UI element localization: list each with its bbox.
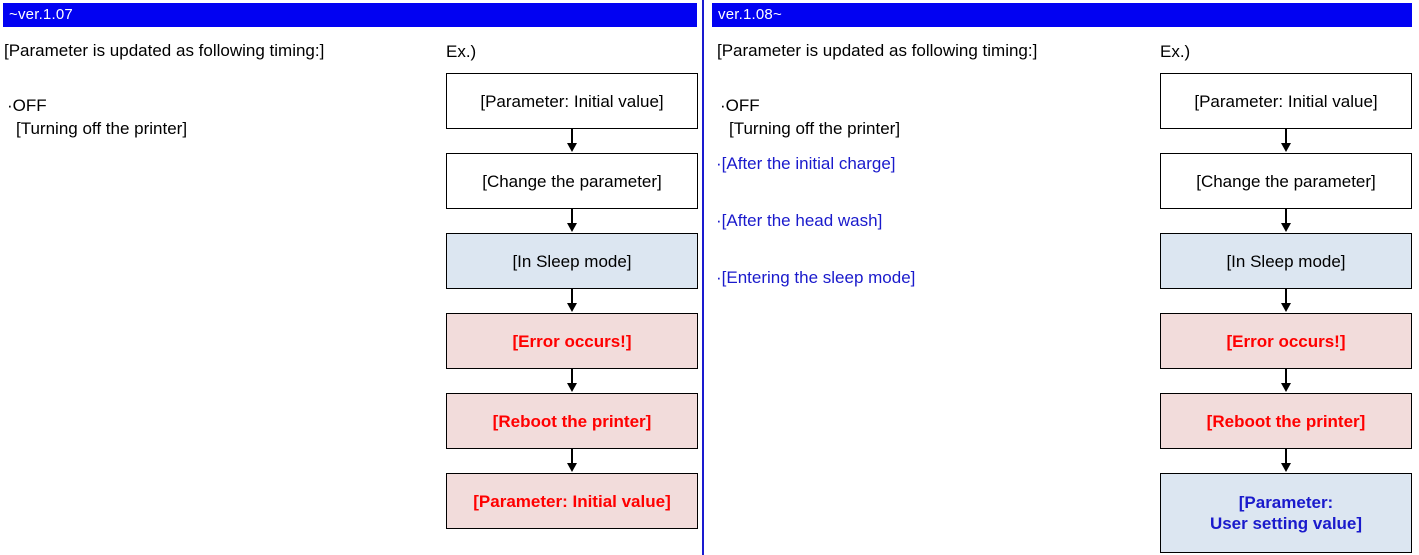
bullet-off-sub-left: [Turning off the printer] — [16, 119, 188, 138]
version-header-108: ver.1.08~ — [712, 3, 1412, 27]
flow-node-error-occurs: [Error occurs!] — [446, 313, 698, 369]
flowchart-ver108: [Parameter: Initial value] [Change the p… — [1160, 73, 1412, 553]
flow-node-initial-value: [Parameter: Initial value] — [446, 73, 698, 129]
example-label-right: Ex.) — [1160, 42, 1191, 61]
example-label-left: Ex.) — [446, 42, 477, 61]
intro-text-right: [Parameter is updated as following timin… — [717, 41, 1038, 60]
bullet-after-initial-charge: ·[After the initial charge] — [716, 154, 896, 173]
flow-node-sleep-mode: [In Sleep mode] — [1160, 233, 1412, 289]
bullet-entering-sleep-mode: ·[Entering the sleep mode] — [716, 268, 916, 287]
flow-node-reboot-printer: [Reboot the printer] — [446, 393, 698, 449]
arrow-down-icon — [446, 209, 698, 233]
flow-node-initial-value: [Parameter: Initial value] — [1160, 73, 1412, 129]
arrow-down-icon — [1160, 209, 1412, 233]
arrow-down-icon — [446, 449, 698, 473]
bullet-off-right: ·OFF — [720, 96, 760, 115]
flow-node-result-user-setting-value: [Parameter: User setting value] — [1160, 473, 1412, 553]
flow-node-result-initial-value: [Parameter: Initial value] — [446, 473, 698, 529]
arrow-down-icon — [446, 129, 698, 153]
intro-text-left: [Parameter is updated as following timin… — [4, 41, 325, 60]
bullet-after-head-wash: ·[After the head wash] — [716, 211, 883, 230]
arrow-down-icon — [446, 369, 698, 393]
flow-node-change-parameter: [Change the parameter] — [1160, 153, 1412, 209]
bullet-off-left: ·OFF — [7, 96, 47, 115]
arrow-down-icon — [1160, 129, 1412, 153]
flow-node-change-parameter: [Change the parameter] — [446, 153, 698, 209]
flowchart-ver107: [Parameter: Initial value] [Change the p… — [446, 73, 698, 529]
bullet-off-sub-right: [Turning off the printer] — [729, 119, 901, 138]
panel-divider — [702, 0, 704, 555]
arrow-down-icon — [1160, 369, 1412, 393]
flow-node-sleep-mode: [In Sleep mode] — [446, 233, 698, 289]
arrow-down-icon — [1160, 289, 1412, 313]
version-header-107: ~ver.1.07 — [3, 3, 697, 27]
flow-node-error-occurs: [Error occurs!] — [1160, 313, 1412, 369]
flow-node-reboot-printer: [Reboot the printer] — [1160, 393, 1412, 449]
arrow-down-icon — [446, 289, 698, 313]
arrow-down-icon — [1160, 449, 1412, 473]
